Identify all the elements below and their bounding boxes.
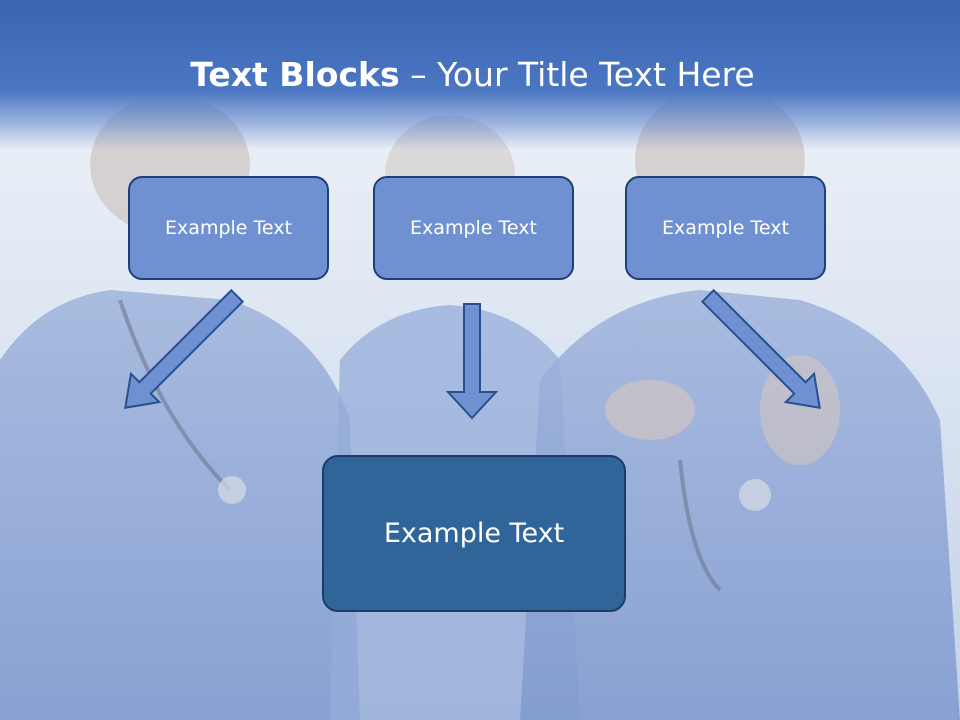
slide-title: Text Blocks – Your Title Text Here (0, 52, 945, 98)
title-dash: – (399, 55, 438, 94)
text-block-2[interactable]: Example Text (373, 176, 574, 280)
text-block-2-label: Example Text (410, 217, 537, 239)
text-block-1[interactable]: Example Text (128, 176, 329, 280)
arrow-right (700, 288, 821, 409)
text-block-3[interactable]: Example Text (625, 176, 826, 280)
arrow-center (445, 303, 499, 420)
main-text-block[interactable]: Example Text (322, 455, 626, 612)
arrow-left (124, 288, 245, 409)
title-bold: Text Blocks (190, 55, 400, 94)
title-bar (0, 0, 960, 150)
text-block-3-label: Example Text (662, 217, 789, 239)
text-block-1-label: Example Text (165, 217, 292, 239)
main-text-block-label: Example Text (383, 518, 565, 549)
title-rest: Your Title Text Here (437, 55, 755, 94)
